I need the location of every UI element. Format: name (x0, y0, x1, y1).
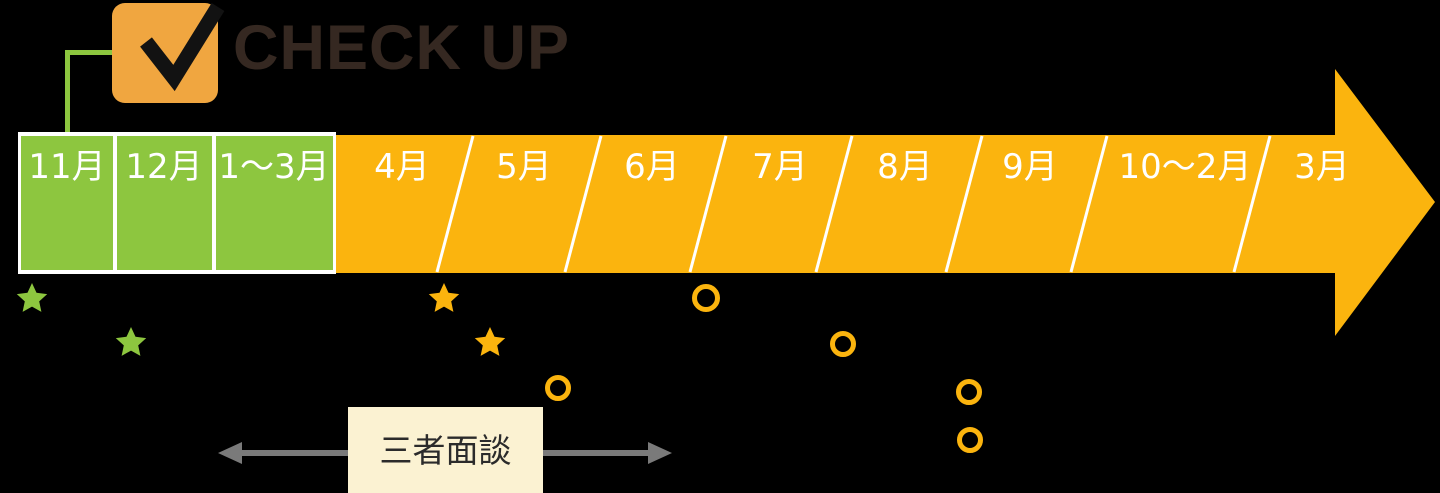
highlight-cell-2 (117, 136, 212, 270)
month-label-10-2: 10〜2月 (1118, 147, 1252, 187)
month-label-8: 8月 (877, 147, 933, 187)
timeline-arrow (336, 69, 1435, 336)
month-label-1-3: 1〜3月 (218, 147, 330, 187)
yellow-ring-icon (830, 331, 856, 357)
divider-oct-mar (1232, 135, 1272, 273)
divider-may-jun (563, 135, 603, 273)
highlight-cell-3 (216, 136, 333, 270)
month-label-11: 11月 (28, 147, 106, 187)
month-label-12: 12月 (125, 147, 203, 187)
month-label-5: 5月 (496, 147, 552, 187)
yellow-star-icon (428, 283, 460, 312)
month-label-6: 6月 (624, 147, 680, 187)
month-label-3: 3月 (1294, 147, 1350, 187)
connector-line-vertical (65, 50, 70, 138)
annotation-box: 三者面談 (348, 407, 543, 493)
divider-jun-jul (688, 135, 728, 273)
green-star-icon (115, 327, 147, 356)
page-title: CHECK UP (233, 13, 571, 83)
divider-sep-oct (1069, 135, 1109, 273)
divider-jul-aug (814, 135, 854, 273)
event-markers (16, 283, 983, 453)
range-arrow-left-head (218, 442, 242, 464)
month-label-7: 7月 (752, 147, 808, 187)
checkmark-icon (140, 3, 225, 92)
green-star-icon (16, 283, 48, 312)
highlight-cell-1 (21, 136, 113, 270)
month-label-9: 9月 (1002, 147, 1058, 187)
month-dividers (435, 135, 1272, 273)
divider-aug-sep (944, 135, 984, 273)
yellow-ring-icon (545, 375, 571, 401)
annotation-label: 三者面談 (379, 430, 512, 470)
yellow-ring-icon (956, 379, 982, 405)
yellow-ring-icon (957, 427, 983, 453)
divider-apr-may (435, 135, 475, 273)
connector-line-horizontal (65, 50, 112, 55)
yellow-ring-icon (692, 284, 720, 312)
checkbox-square (112, 3, 218, 103)
yellow-star-icon (474, 327, 506, 356)
month-label-4: 4月 (374, 147, 430, 187)
range-arrow-right-head (648, 442, 672, 464)
